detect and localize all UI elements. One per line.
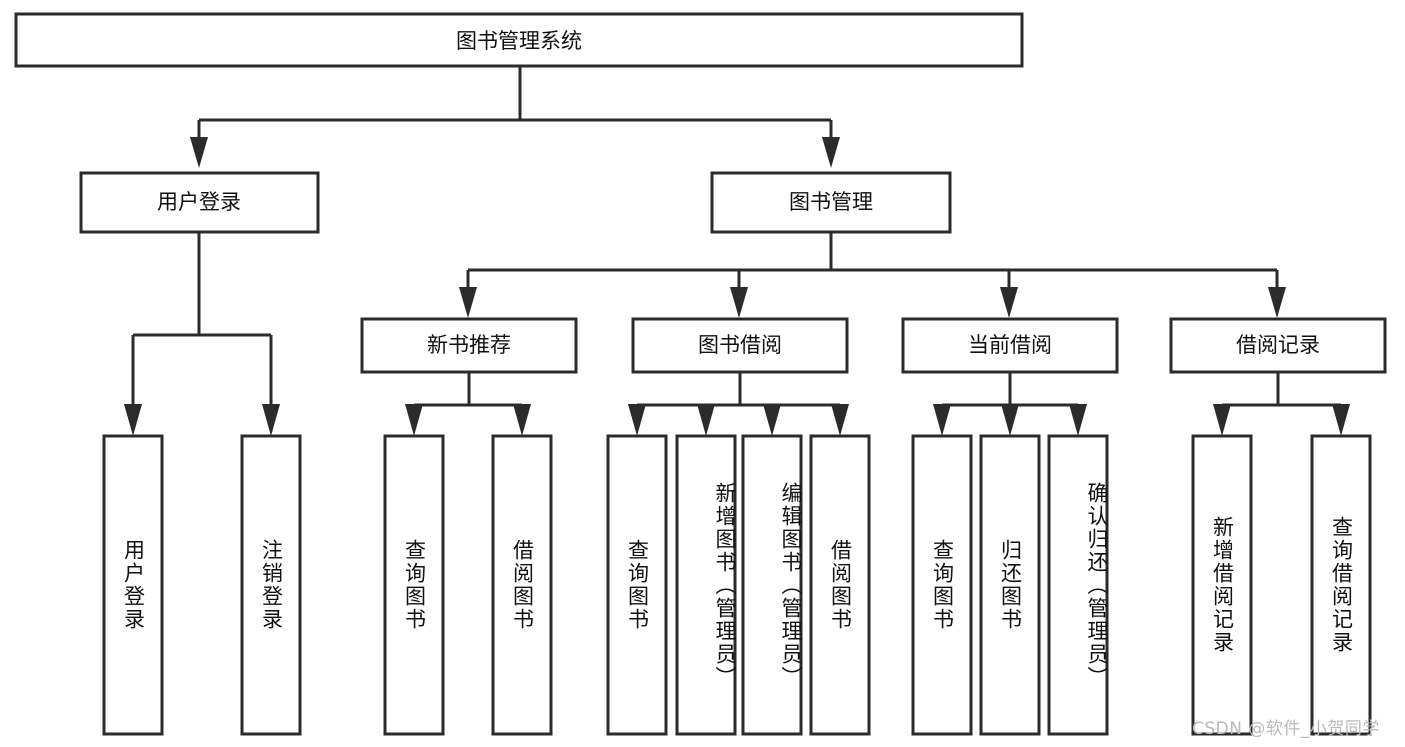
- arrow-to-current-borrow: [1000, 287, 1018, 318]
- watermark-text: CSDN @软件_小贺同学: [1192, 719, 1380, 739]
- leaf-box-add-record[interactable]: [1191, 434, 1253, 736]
- connector-borrow-record-to-leaves: [1213, 372, 1350, 436]
- node-current-borrow[interactable]: 当前借阅: [901, 317, 1119, 374]
- arrow-to-leaf: [763, 404, 781, 436]
- arrow-to-book-manage: [822, 137, 840, 168]
- leaf-box-query-record[interactable]: [1310, 434, 1372, 736]
- arrow-to-leaf: [628, 404, 646, 436]
- root-label: 图书管理系统: [456, 29, 582, 53]
- connector-book-manage-to-level3: [459, 232, 1286, 318]
- root-box: [14, 12, 1024, 68]
- node-user-login[interactable]: 用户登录: [79, 171, 320, 234]
- leaf-box-borrow-book-2[interactable]: [809, 434, 871, 736]
- node-root[interactable]: 图书管理系统: [14, 12, 1024, 68]
- new-book-recommend-label: 新书推荐: [427, 333, 511, 357]
- arrow-to-leaf: [124, 404, 142, 436]
- arrow-to-leaf: [933, 404, 951, 436]
- leaf-box-edit-book[interactable]: [741, 434, 803, 736]
- leaf-box-borrow-book-1[interactable]: [491, 434, 553, 736]
- arrow-to-new-book: [459, 287, 477, 318]
- book-borrow-label: 图书借阅: [698, 333, 782, 357]
- node-new-book-recommend[interactable]: 新书推荐: [360, 317, 578, 374]
- arrow-to-leaf: [831, 404, 849, 436]
- leaf-box-query-book-2[interactable]: [606, 434, 668, 736]
- user-login-box: [79, 171, 320, 234]
- new-book-recommend-box: [360, 317, 578, 374]
- connector-current-borrow-to-leaves: [933, 372, 1087, 436]
- current-borrow-box: [901, 317, 1119, 374]
- leaf-box-add-book[interactable]: [675, 434, 737, 736]
- borrow-record-label: 借阅记录: [1236, 333, 1320, 357]
- leaf-box-return-book[interactable]: [979, 434, 1041, 736]
- book-manage-label: 图书管理: [789, 190, 873, 214]
- connector-new-book-to-leaves: [405, 372, 531, 436]
- connector-book-borrow-to-leaves: [628, 372, 849, 436]
- leaf-box-query-book-1[interactable]: [383, 434, 445, 736]
- connector-user-login-to-leaves: [124, 232, 280, 436]
- connector-root-to-level2: [190, 66, 840, 168]
- arrow-to-leaf: [405, 404, 423, 436]
- arrow-to-leaf: [262, 404, 280, 436]
- leaf-box-confirm-return[interactable]: [1047, 434, 1109, 736]
- node-borrow-record[interactable]: 借阅记录: [1169, 317, 1387, 374]
- arrow-to-leaf: [1332, 404, 1350, 436]
- current-borrow-label: 当前借阅: [968, 333, 1052, 357]
- leaf-box-logout[interactable]: [240, 434, 302, 736]
- arrow-to-leaf: [697, 404, 715, 436]
- arrow-to-leaf: [1001, 404, 1019, 436]
- leaf-box-user-login[interactable]: [102, 434, 164, 736]
- node-book-manage[interactable]: 图书管理: [710, 171, 952, 234]
- node-book-borrow[interactable]: 图书借阅: [631, 317, 849, 374]
- arrow-to-leaf: [1213, 404, 1231, 436]
- arrow-to-user-login: [190, 137, 208, 168]
- user-login-label: 用户登录: [157, 190, 241, 214]
- arrow-to-book-borrow: [730, 287, 748, 318]
- leaf-box-query-book-3[interactable]: [911, 434, 973, 736]
- arrow-to-leaf: [1069, 404, 1087, 436]
- arrow-to-borrow-record: [1268, 287, 1286, 318]
- arrow-to-leaf: [513, 404, 531, 436]
